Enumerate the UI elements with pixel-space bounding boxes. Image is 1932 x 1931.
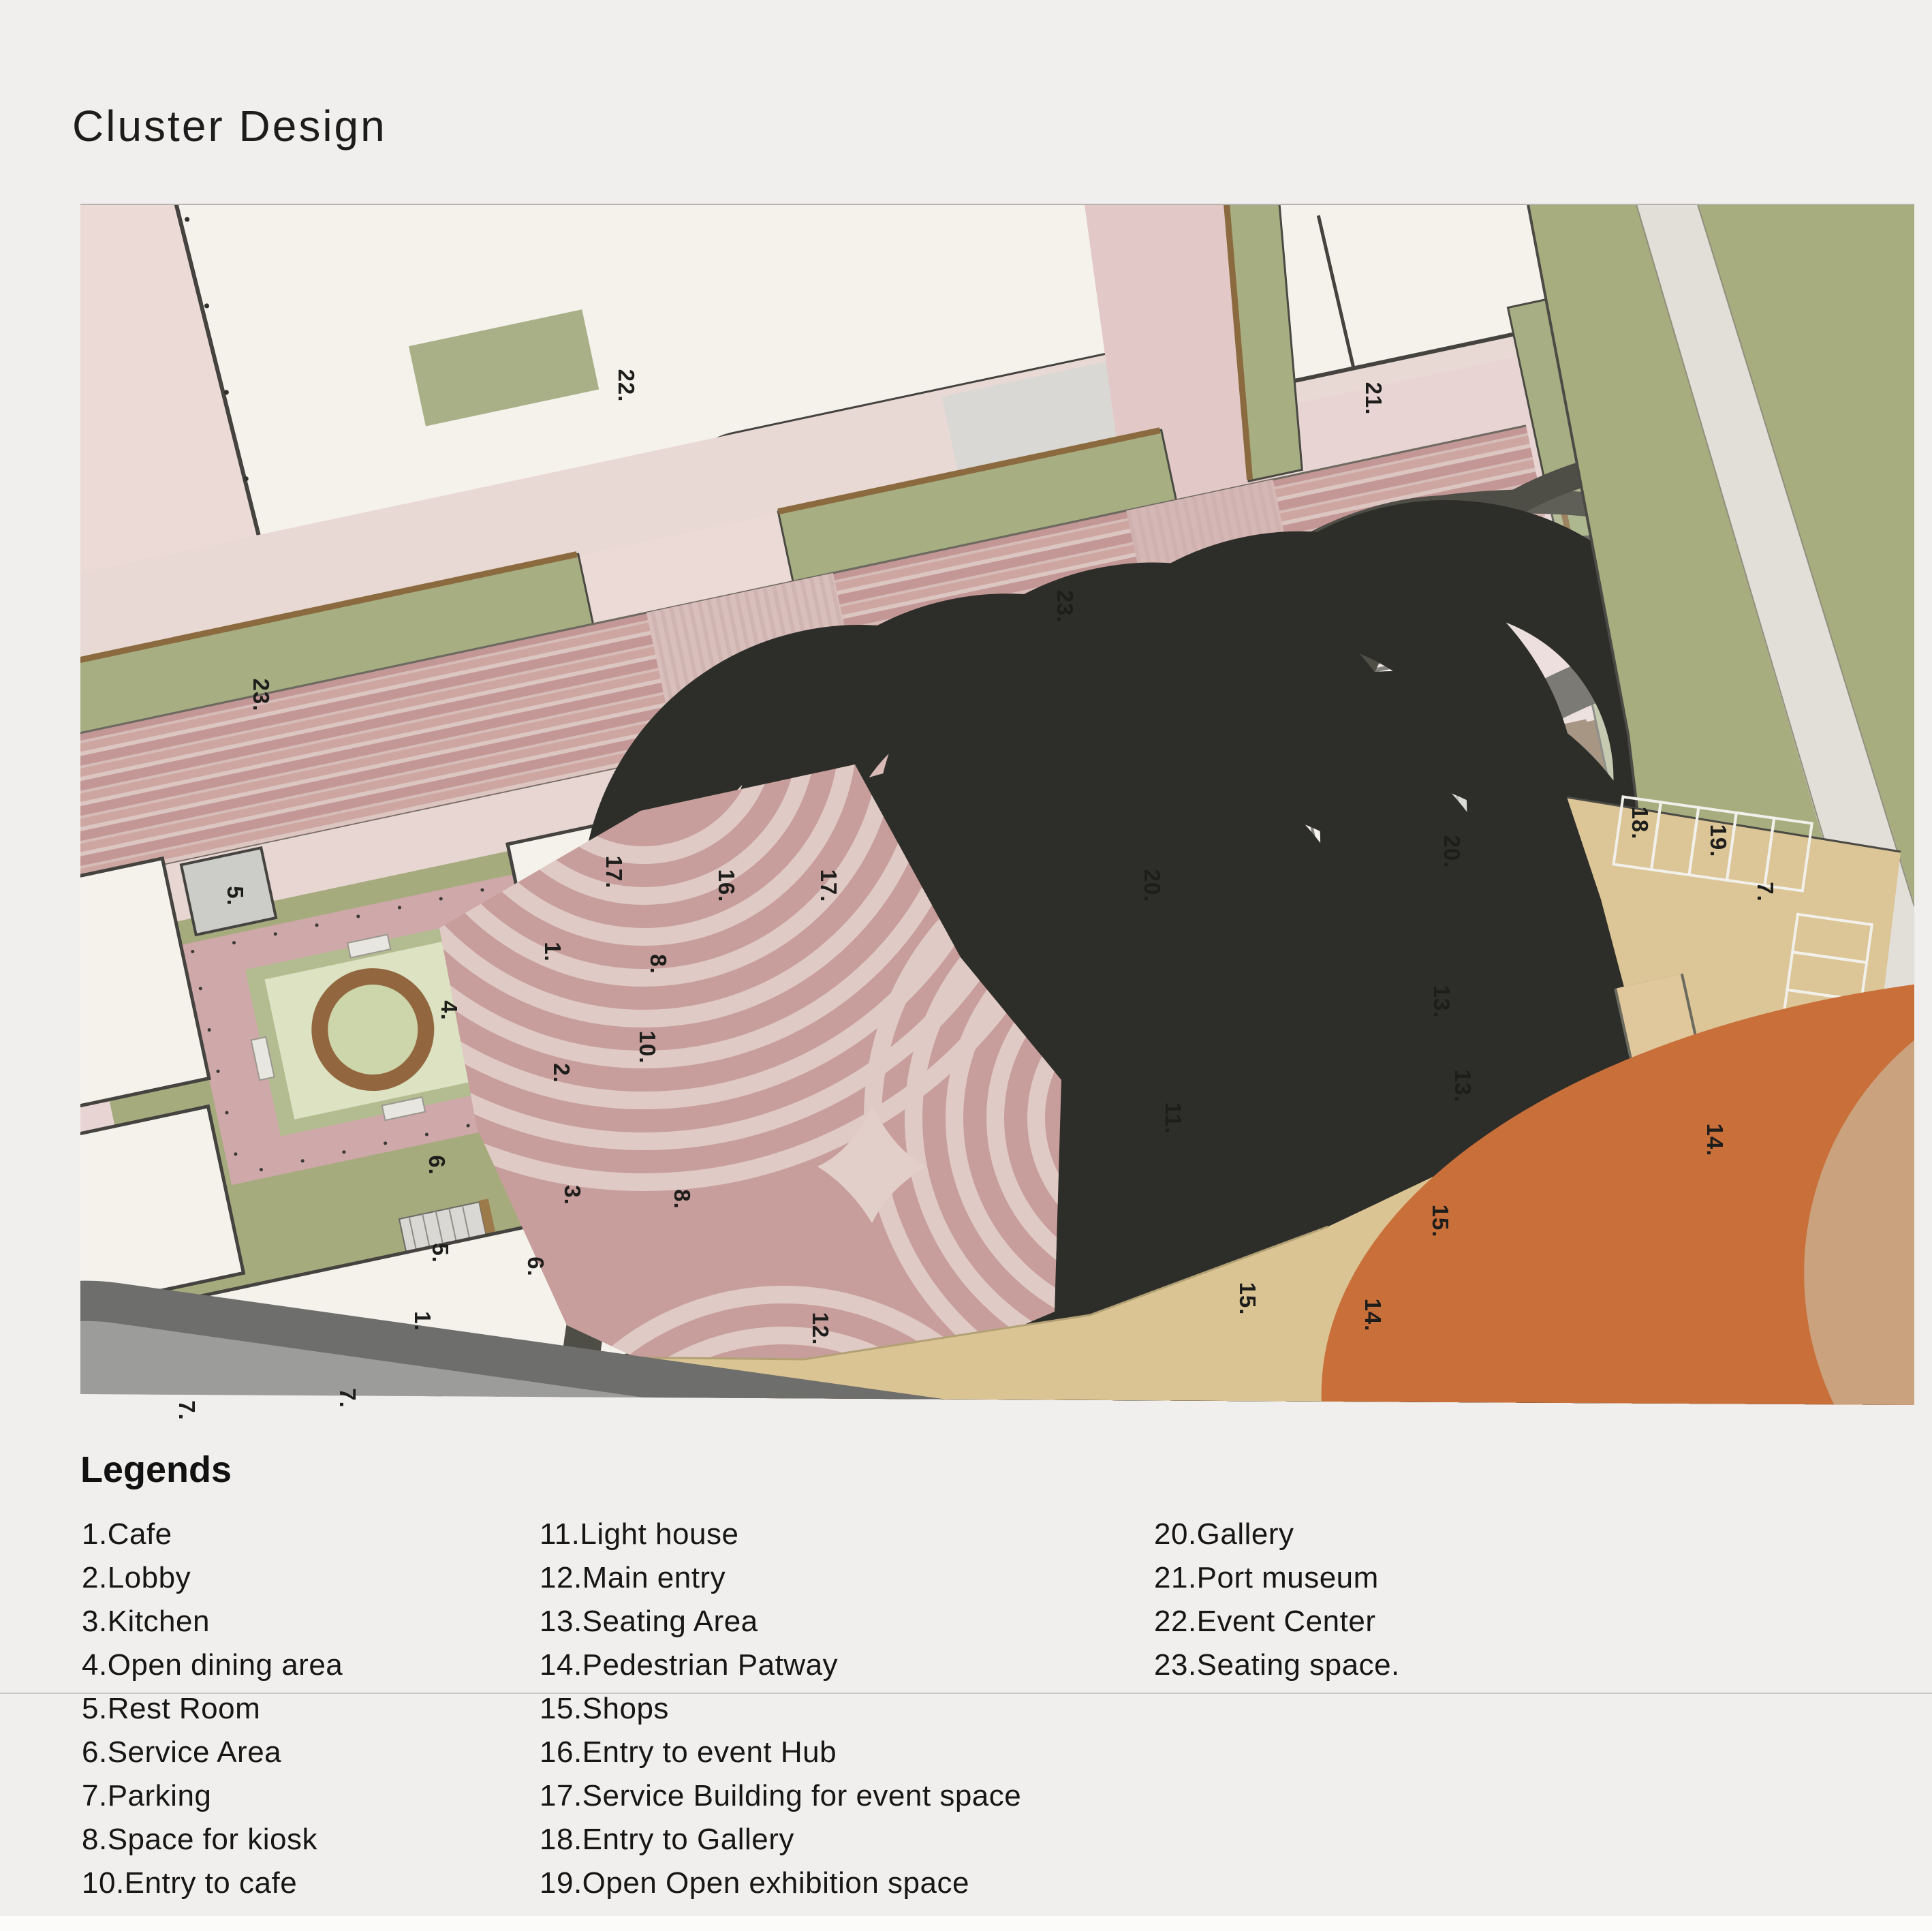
map-label: 19.	[1706, 824, 1731, 858]
legend-item: 12.Main entry	[540, 1561, 726, 1594]
map-label: 21.	[1361, 382, 1386, 416]
map-label: 20.	[1140, 869, 1165, 903]
legend-item: 1.Cafe	[82, 1517, 172, 1551]
legend-column-3: 20.Gallery 21.Port museum 22.Event Center 2…	[1154, 1513, 1400, 1687]
map-label: 8.	[646, 954, 671, 974]
legend-item: 2.Lobby	[82, 1561, 191, 1594]
street-22-21	[1020, 204, 1273, 511]
map-label: 23.	[249, 679, 274, 712]
legend-heading: Legends	[80, 1449, 232, 1490]
map-label: 8.	[670, 1189, 695, 1209]
legend-item: 22.Event Center	[1154, 1605, 1376, 1638]
map-label: 5.	[223, 886, 248, 906]
map-labels: 1. 1. 2. 3. 4. 5. 5. 6. 6. 7. 7. 7. 8. 8. 10. 11. 12. 13.…	[174, 369, 1778, 1421]
map-label: 6.	[523, 1256, 548, 1277]
legend-item: 20.Gallery	[1154, 1517, 1294, 1551]
legend-item: 3.Kitchen	[82, 1605, 210, 1638]
seating-space-23	[80, 204, 1303, 800]
legend-item: 10.Entry to cafe	[82, 1866, 298, 1900]
map-label: 13.	[1429, 985, 1454, 1019]
building-21-port-museum	[1164, 204, 1914, 387]
legend-item: 11.Light house	[540, 1517, 739, 1551]
legend-item: 19.Open Open exhibition space	[540, 1866, 969, 1900]
map-label: 10.	[635, 1031, 660, 1064]
map-label: 7.	[1753, 882, 1778, 902]
legend-item: 18.Entry to Gallery	[540, 1823, 794, 1856]
map-label: 1.	[540, 942, 565, 962]
legend-item: 13.Seating Area	[540, 1605, 758, 1638]
green-patch	[408, 309, 599, 427]
legend-item: 21.Port museum	[1154, 1561, 1379, 1594]
legend-item: 23.Seating space.	[1154, 1648, 1400, 1682]
legend-item: 8.Space for kiosk	[82, 1823, 317, 1856]
legend-item: 5.Rest Room	[82, 1692, 261, 1725]
page-title: Cluster Design	[72, 102, 387, 151]
legend-item: 6.Service Area	[82, 1735, 282, 1769]
map-label: 7.	[335, 1388, 360, 1408]
map-label: 4.	[437, 1000, 462, 1021]
legend-item: 15.Shops	[540, 1692, 669, 1725]
map-label: 14.	[1702, 1124, 1728, 1157]
map-label: 20.	[1439, 835, 1465, 869]
legend-item: 16.Entry to event Hub	[540, 1735, 837, 1769]
map-label: 1.	[410, 1311, 435, 1331]
map-label: 11.	[1161, 1102, 1186, 1134]
map-label: 3.	[560, 1185, 585, 1205]
rest-room-5	[179, 846, 278, 937]
divider-rule	[0, 1693, 1932, 1694]
map-label: 6.	[424, 1155, 450, 1175]
map-label: 16.	[714, 869, 739, 903]
map-label: 23.	[1053, 590, 1078, 623]
map-label: 13.	[1450, 1070, 1476, 1103]
legend-item: 17.Service Building for event space	[540, 1779, 1022, 1812]
map-label: 15.	[1235, 1282, 1260, 1316]
map-label: 15.	[1428, 1205, 1453, 1238]
legend-column-1: 1.Cafe 2.Lobby 3.Kitchen 4.Open dining area…	[82, 1513, 343, 1905]
map-label: 14.	[1360, 1299, 1386, 1332]
legend-item: 14.Pedestrian Patway	[540, 1648, 839, 1682]
legend-item: 7.Parking	[82, 1779, 212, 1812]
map-label: 22.	[614, 369, 639, 403]
legend-item: 4.Open dining area	[82, 1648, 343, 1682]
map-label: 18.	[1627, 807, 1653, 840]
map-label: 17.	[602, 856, 627, 889]
map-label: 12.	[808, 1312, 833, 1346]
bottom-margin	[0, 1916, 1932, 1931]
map-label: 17.	[816, 869, 841, 903]
map-label: 5.	[428, 1243, 453, 1263]
map-label: 2.	[549, 1063, 574, 1083]
legend-column-2: 11.Light house 12.Main entry 13.Seating Ar…	[540, 1513, 1021, 1905]
map-label: 7.	[174, 1400, 200, 1421]
